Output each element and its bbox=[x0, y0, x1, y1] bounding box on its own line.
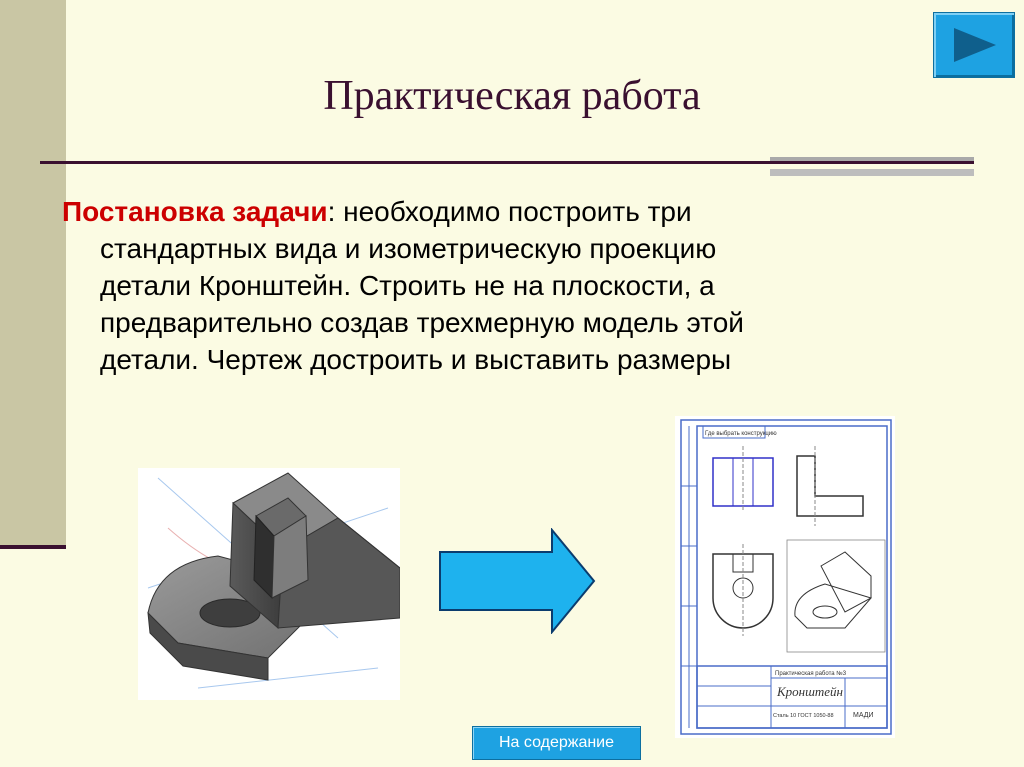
drawing-header-note: Где выбрать конструкцию bbox=[705, 431, 777, 437]
next-slide-button[interactable] bbox=[933, 12, 1015, 78]
title-accent-bar-lower bbox=[770, 169, 974, 176]
task-text: Постановка задачи: необходимо построить … bbox=[62, 193, 942, 378]
drawing-material: Сталь 10 ГОСТ 1050-88 bbox=[773, 713, 834, 719]
side-rule bbox=[0, 545, 66, 549]
title-accent-bar bbox=[770, 157, 974, 164]
side-band bbox=[0, 0, 66, 545]
drawing-org: МАДИ bbox=[853, 712, 874, 719]
drawing-part-name: Кронштейн bbox=[776, 684, 843, 699]
play-triangle-icon bbox=[954, 28, 996, 62]
task-line-1: : необходимо построить три bbox=[327, 196, 692, 227]
bracket-3d-model-image bbox=[138, 468, 401, 700]
task-line-2: стандартных вида и изометрическую проекц… bbox=[100, 233, 717, 264]
task-line-4: предварительно создав трехмерную модель … bbox=[100, 307, 744, 338]
table-of-contents-button[interactable]: На содержание bbox=[472, 726, 641, 760]
page-title: Практическая работа bbox=[323, 73, 701, 119]
task-line-5: детали. Чертеж достроить и выставить раз… bbox=[100, 344, 732, 375]
title-divider bbox=[40, 161, 974, 164]
task-line-3: детали Кронштейн. Строить не на плоскост… bbox=[100, 270, 715, 301]
task-lead: Постановка задачи bbox=[62, 196, 328, 227]
right-arrow-icon bbox=[438, 527, 598, 639]
technical-drawing-image: Где выбрать конструкцию Практическая раб… bbox=[675, 416, 895, 738]
drawing-title-block-text: Практическая работа №3 bbox=[775, 670, 847, 677]
